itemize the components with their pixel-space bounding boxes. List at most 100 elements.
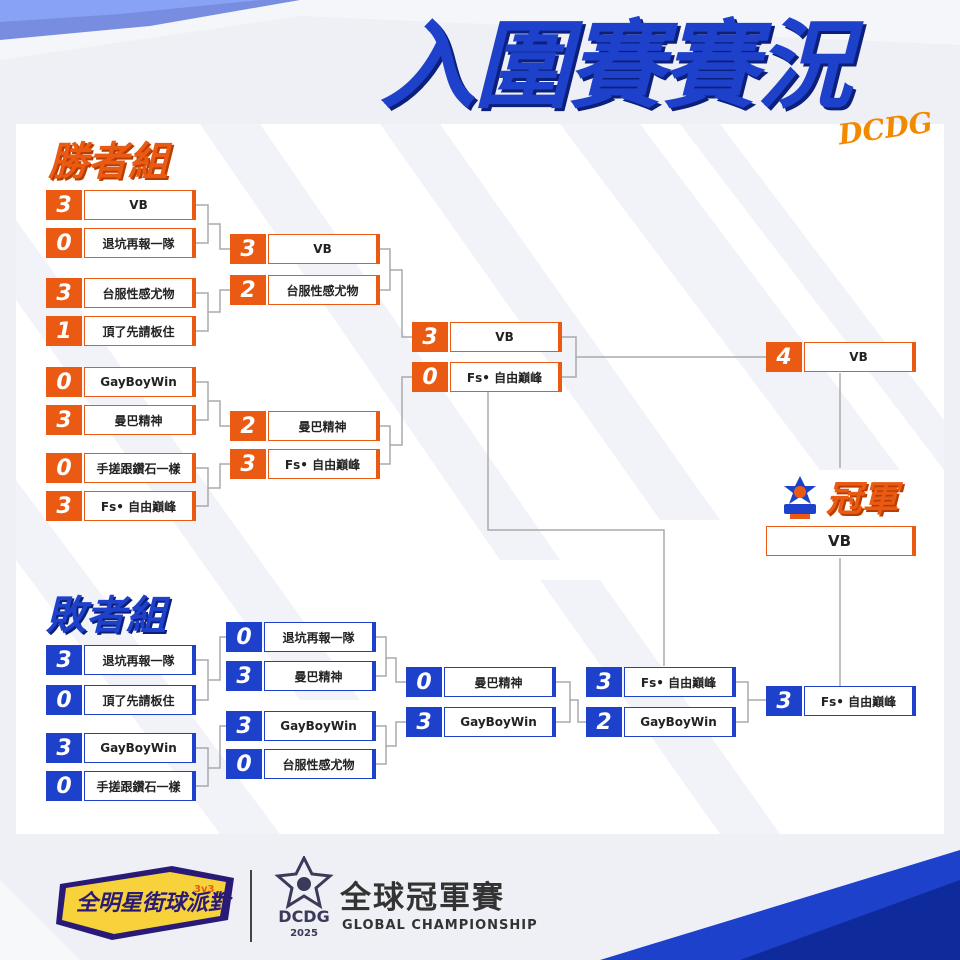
team-name: 退坑再報一隊 [84,645,196,675]
team-name: 退坑再報一隊 [264,622,376,652]
team-name: VB [450,322,562,352]
champion-label: 冠軍 [826,479,899,520]
team-name: 曼巴精神 [444,667,556,697]
team-score: 3 [412,322,448,352]
team-score: 3 [226,711,262,741]
team-score: 0 [46,685,82,715]
team-score: 3 [46,645,82,675]
trophy-mascot-icon [784,476,816,519]
team-score: 3 [406,707,442,737]
event-logo: 全明星街球派對 3v3 [56,866,234,940]
team-name: Fs• 自由巔峰 [268,449,380,479]
team-name: GayBoyWin [264,711,376,741]
team-name: 台服性感尤物 [268,275,380,305]
team-score: 4 [766,342,802,372]
championship-title: 全球冠軍賽 [340,880,505,916]
team-score: 0 [46,228,82,258]
dcdg-logo-text: DCDG [278,907,329,926]
team-name: 台服性感尤物 [264,749,376,779]
team-name: 台服性感尤物 [84,278,196,308]
team-name: GayBoyWin [84,367,196,397]
team-name: 曼巴精神 [84,405,196,435]
page-title: 入圍賽賽況 [380,10,852,122]
team-score: 3 [230,449,266,479]
team-score: 3 [46,190,82,220]
team-score: 3 [46,278,82,308]
team-name: 頂了先請板住 [84,685,196,715]
team-name: 手搓跟鑽石一樣 [84,453,196,483]
champion-team: VB [766,526,916,556]
footer-divider [250,870,252,942]
losers-bracket-label: 敗者組 [46,593,166,639]
winners-bracket-label: 勝者組 [48,139,168,185]
team-name: 曼巴精神 [268,411,380,441]
team-score: 2 [230,275,266,305]
team-score: 0 [226,622,262,652]
team-name: Fs• 自由巔峰 [84,491,196,521]
dcdg-logo: DCDG 2025 [274,856,334,939]
team-name: GayBoyWin [444,707,556,737]
team-name: 退坑再報一隊 [84,228,196,258]
team-name: 手搓跟鑽石一樣 [84,771,196,801]
team-score: 3 [766,686,802,716]
team-name: VB [268,234,380,264]
team-score: 3 [226,661,262,691]
team-name: Fs• 自由巔峰 [624,667,736,697]
event-logo-tag: 3v3 [194,884,214,895]
team-score: 2 [230,411,266,441]
team-score: 0 [46,367,82,397]
team-score: 0 [46,453,82,483]
team-score: 0 [412,362,448,392]
dcdg-logo-year: 2025 [290,928,318,939]
team-score: 3 [46,733,82,763]
championship-subtitle: GLOBAL CHAMPIONSHIP [342,918,538,933]
team-score: 1 [46,316,82,346]
team-score: 3 [46,405,82,435]
team-score: 3 [586,667,622,697]
team-name: VB [804,342,916,372]
team-score: 3 [46,491,82,521]
team-name: 曼巴精神 [264,661,376,691]
team-name: VB [84,190,196,220]
team-score: 3 [230,234,266,264]
team-name: Fs• 自由巔峰 [450,362,562,392]
team-name: 頂了先請板住 [84,316,196,346]
team-score: 0 [46,771,82,801]
team-score: 0 [226,749,262,779]
team-name: GayBoyWin [624,707,736,737]
event-logo-text: 全明星街球派對 [76,890,233,916]
team-name: GayBoyWin [84,733,196,763]
team-score: 0 [406,667,442,697]
team-score: 2 [586,707,622,737]
team-name: Fs• 自由巔峰 [804,686,916,716]
